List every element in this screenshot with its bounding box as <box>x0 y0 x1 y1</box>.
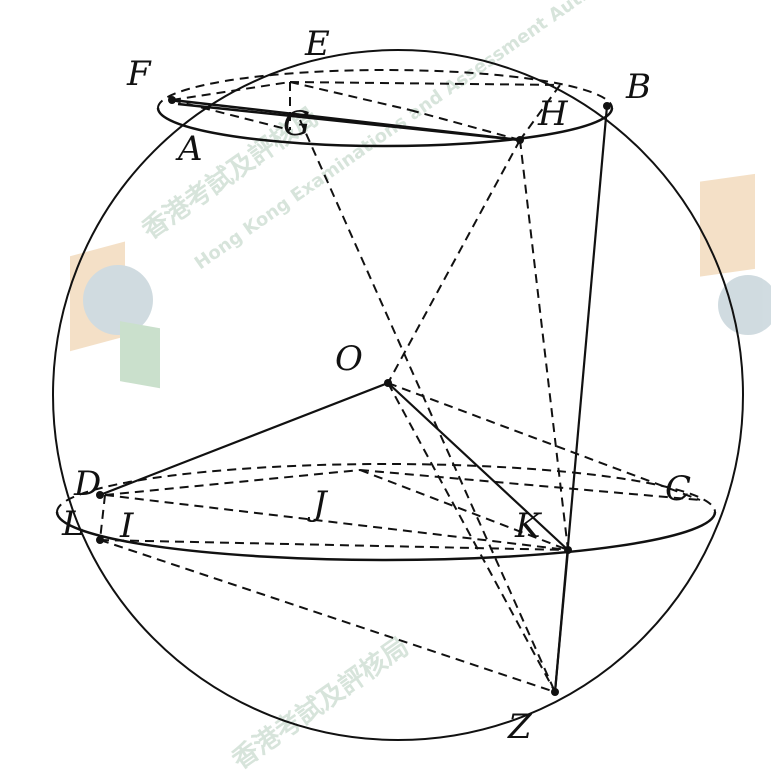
label-H: H <box>537 94 569 134</box>
edge-KZ <box>553 549 570 693</box>
bottom-circle-front-arc <box>55 511 717 562</box>
sphere-outline <box>52 49 744 741</box>
label-G: G <box>283 104 310 144</box>
top-circle-front-arc <box>156 107 614 148</box>
watermark-text: 香港考試及評核局 <box>226 631 414 772</box>
label-Z: Z <box>507 707 533 747</box>
top-circle-back-arc <box>157 69 613 109</box>
edge-OD <box>99 381 389 497</box>
label-B: B <box>625 67 651 107</box>
label-I: I <box>119 506 134 546</box>
label-A: A <box>175 129 203 169</box>
label-C: C <box>665 469 691 509</box>
top-polygon <box>171 81 561 141</box>
vertex-dots <box>96 96 611 696</box>
label-L: L <box>61 504 85 544</box>
label-E: E <box>304 24 330 64</box>
edge-AH <box>177 102 521 142</box>
edge-OK <box>387 382 569 551</box>
hkeaa-logo-icon <box>70 241 160 389</box>
label-J: J <box>307 484 329 524</box>
label-D: D <box>73 464 101 504</box>
label-F: F <box>126 54 152 94</box>
hkeaa-logo-icon <box>700 173 771 335</box>
label-K: K <box>514 506 543 546</box>
hidden-edges <box>99 119 701 693</box>
label-O: O <box>335 339 363 379</box>
bottom-circle-back-arc <box>56 463 716 513</box>
